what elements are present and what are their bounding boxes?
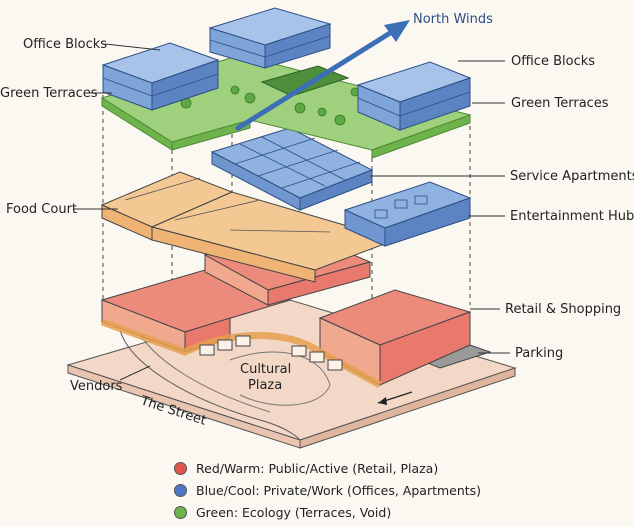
red-swatch bbox=[174, 461, 187, 475]
entertainment-hub-label: Entertainment Hub bbox=[510, 209, 634, 224]
green-terraces-label-left: Green Terraces bbox=[0, 86, 98, 101]
green-swatch bbox=[174, 505, 187, 519]
legend-text-red: Red/Warm: Public/Active (Retail, Plaza) bbox=[196, 460, 439, 476]
service-apartments-label: Service Apartments bbox=[510, 169, 634, 184]
cultural-plaza-label-line1: Cultural bbox=[240, 362, 291, 377]
legend: Red/Warm: Public/Active (Retail, Plaza) … bbox=[174, 457, 481, 523]
retail-shopping-label: Retail & Shopping bbox=[505, 302, 621, 317]
legend-row-red: Red/Warm: Public/Active (Retail, Plaza) bbox=[174, 457, 481, 479]
blue-swatch bbox=[174, 483, 187, 497]
green-terraces-label-right: Green Terraces bbox=[511, 96, 609, 111]
office-blocks-label-right: Office Blocks bbox=[511, 54, 595, 69]
office-block-right bbox=[356, 61, 472, 131]
cultural-plaza-label-line2: Plaza bbox=[248, 378, 282, 393]
office-block-center bbox=[208, 7, 332, 69]
legend-text-green: Green: Ecology (Terraces, Void) bbox=[196, 504, 392, 520]
legend-text-blue: Blue/Cool: Private/Work (Offices, Apartm… bbox=[196, 482, 482, 498]
entertainment-hub-block bbox=[343, 181, 472, 247]
parking-label: Parking bbox=[515, 346, 563, 361]
vendors-label: Vendors bbox=[70, 379, 123, 394]
legend-row-blue: Blue/Cool: Private/Work (Offices, Apartm… bbox=[174, 479, 481, 501]
leader-lines bbox=[74, 43, 510, 381]
legend-row-green: Green: Ecology (Terraces, Void) bbox=[174, 501, 481, 523]
north-winds-label: North Winds bbox=[413, 12, 493, 27]
food-court-label: Food Court bbox=[6, 202, 77, 217]
service-apartments-level bbox=[210, 127, 374, 211]
food-court-level bbox=[100, 171, 397, 283]
office-blocks-label-left: Office Blocks bbox=[23, 37, 107, 52]
north-winds-arrow bbox=[235, 20, 410, 131]
office-block-left bbox=[101, 42, 220, 111]
